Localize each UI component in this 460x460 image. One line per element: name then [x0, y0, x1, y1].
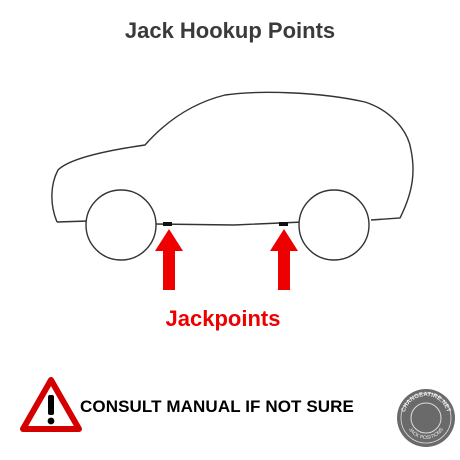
jackpoints-label: Jackpoints [165, 306, 281, 331]
up-arrow-icon [270, 229, 298, 290]
warning-icon [20, 377, 82, 432]
rear-wheel [298, 189, 370, 261]
diagram-title: Jack Hookup Points [124, 18, 336, 43]
seal-logo: CHANGEATIRE.NET JACK POSITIONS [397, 389, 455, 447]
warning-message: CONSULT MANUAL IF NOT SURE [80, 397, 354, 416]
rear-jackpoint-mark [279, 222, 288, 226]
front-wheel [85, 189, 157, 261]
front-jackpoint-mark [163, 222, 172, 226]
up-arrow-icon [155, 229, 183, 290]
